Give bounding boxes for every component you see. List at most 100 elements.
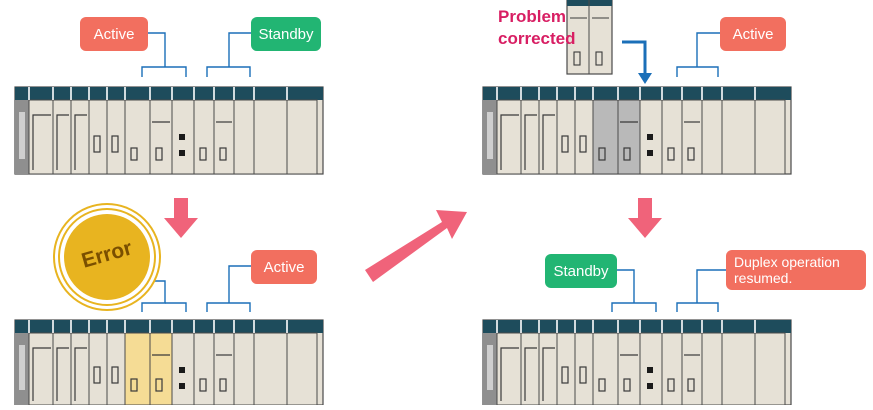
module-port: [199, 378, 207, 392]
module-slot: [617, 99, 641, 175]
down-arrow-1: [164, 198, 198, 238]
module-port: [155, 147, 163, 161]
connector-standby: [228, 32, 251, 67]
module-slot: [754, 99, 786, 175]
standby-label: Standby: [251, 17, 321, 51]
module-led: [179, 150, 185, 156]
module-led: [179, 383, 185, 389]
active-label-3: Active: [251, 250, 317, 284]
module-slot: [88, 332, 108, 406]
module-slot: [556, 332, 576, 406]
module-slot: [286, 99, 318, 175]
diagonal-arrow: [365, 210, 467, 282]
rack-1: [14, 86, 324, 175]
standby-label-2: Standby: [545, 254, 617, 288]
module-slot: [538, 99, 558, 175]
connector-duplex-bracket: [676, 302, 719, 312]
connector-duplex: [696, 269, 726, 303]
module-bracket: [524, 114, 537, 170]
module-led: [647, 383, 653, 389]
module-bracket: [32, 114, 51, 170]
active-label-2: Active: [720, 17, 786, 51]
connector-standby-2: [617, 269, 635, 303]
module-slot: [193, 99, 215, 175]
module-bracket: [524, 347, 537, 401]
module-port: [579, 135, 587, 153]
module-slot: [721, 99, 756, 175]
rack-top-strip: [15, 87, 323, 100]
module-port: [598, 378, 606, 392]
module-led: [647, 150, 653, 156]
module-port: [687, 147, 695, 161]
rack-3: [14, 319, 324, 406]
module-bracket: [56, 347, 69, 401]
module-bracket: [500, 114, 519, 170]
problem-line-2: corrected: [498, 29, 576, 48]
module-slot: [106, 332, 126, 406]
connector-standby-bracket: [206, 66, 251, 77]
connector-active-3: [228, 265, 251, 303]
module-slot: [286, 332, 318, 406]
module-slot: [592, 99, 619, 175]
duplex-line-1: Duplex operation: [734, 254, 840, 270]
module-slot: [213, 99, 235, 175]
module-slot: [253, 332, 288, 406]
module-port: [219, 378, 227, 392]
rack-4: [482, 319, 792, 406]
module-bracket: [542, 114, 555, 170]
module-slot: [70, 332, 90, 406]
module-port: [111, 366, 119, 384]
module-led: [647, 367, 653, 373]
module-port: [219, 147, 227, 161]
module-slot: [70, 99, 90, 175]
module-slot: [52, 332, 72, 406]
module-slot: [681, 99, 703, 175]
module-port: [130, 147, 138, 161]
down-arrow-2: [628, 198, 662, 238]
rack-bezel-slot: [19, 112, 25, 159]
module-slot: [574, 99, 594, 175]
module-slot: [617, 332, 641, 406]
module-slot: [538, 332, 558, 406]
rack-bezel-slot: [487, 112, 493, 159]
module-port: [561, 366, 569, 384]
connector-active-2: [696, 32, 720, 67]
module-port: [623, 378, 631, 392]
error-badge-fill: [64, 214, 150, 300]
module-slot: [701, 332, 723, 406]
replacement-port: [573, 51, 581, 66]
error-badge-icon: [53, 203, 161, 311]
module-port: [623, 147, 631, 161]
rack-2: [482, 86, 792, 175]
module-slot: [233, 332, 255, 406]
duplex-resumed-label: Duplex operation resumed.: [726, 250, 866, 290]
duplex-line-2: resumed.: [734, 270, 793, 286]
module-slot: [661, 332, 683, 406]
rack-bezel-slot: [19, 345, 25, 390]
rack-top-strip: [483, 87, 791, 100]
module-led: [647, 134, 653, 140]
module-slot: [124, 99, 151, 175]
module-bracket: [74, 114, 87, 170]
module-slot: [213, 332, 235, 406]
connector-error-right: [165, 302, 187, 312]
module-slot: [88, 99, 108, 175]
rack-bezel-slot: [487, 345, 493, 390]
module-port: [93, 366, 101, 384]
module-slot: [721, 332, 756, 406]
module-slot: [681, 332, 703, 406]
module-slot: [149, 332, 173, 406]
module-port: [667, 378, 675, 392]
insert-arrow-line: [622, 40, 647, 75]
module-bracket: [56, 114, 69, 170]
module-slot: [124, 332, 151, 406]
rack-top-strip: [483, 320, 791, 333]
module-slot: [701, 99, 723, 175]
module-slot: [592, 332, 619, 406]
module-port: [598, 147, 606, 161]
module-slot: [149, 99, 173, 175]
module-led: [179, 134, 185, 140]
module-port: [93, 135, 101, 153]
module-bracket: [32, 347, 51, 401]
